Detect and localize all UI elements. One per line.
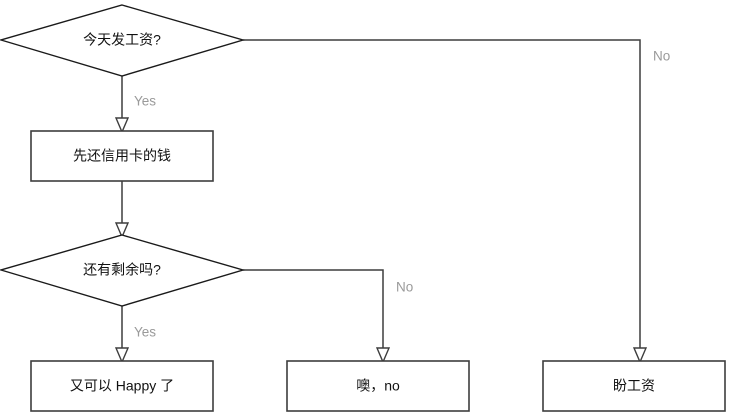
edge-label-leftover-yes: Yes — [134, 325, 156, 340]
edge-leftover-no-line — [243, 269, 384, 352]
terminal-oh-no-shape[interactable] — [286, 360, 470, 412]
decision-payday-shape[interactable] — [0, 4, 246, 77]
node-terminal-wait-salary[interactable]: 盼工资 — [542, 360, 726, 412]
edge-label-payday-no: No — [653, 49, 670, 64]
edge-payday-yes-arrowhead — [114, 117, 130, 134]
terminal-oh-no-label: 噢，no — [356, 378, 400, 394]
terminal-wait-salary-label: 盼工资 — [613, 378, 655, 394]
node-terminal-oh-no[interactable]: 噢，no — [286, 360, 470, 412]
decision-leftover-shape[interactable] — [0, 234, 246, 307]
node-terminal-happy[interactable]: 又可以 Happy 了 — [30, 360, 214, 412]
edge-repay-to-leftover — [114, 181, 130, 239]
edge-leftover-no — [243, 269, 391, 364]
decision-payday-label: 今天发工资? — [83, 32, 161, 48]
edge-repay-to-leftover-arrowhead — [114, 222, 130, 239]
edge-payday-no — [243, 39, 648, 364]
edge-leftover-yes-arrowhead — [114, 347, 130, 364]
edge-payday-no-arrowhead — [632, 347, 648, 364]
edge-label-payday-yes: Yes — [134, 94, 156, 109]
node-process-repay-card[interactable]: 先还信用卡的钱 — [30, 130, 214, 182]
terminal-wait-salary-shape[interactable] — [542, 360, 726, 412]
decision-leftover-label: 还有剩余吗? — [83, 262, 161, 278]
edge-payday-no-line — [243, 39, 641, 352]
edge-payday-yes — [114, 76, 130, 134]
edge-leftover-yes — [114, 306, 130, 364]
node-decision-leftover[interactable]: 还有剩余吗? — [0, 234, 246, 307]
terminal-happy-label: 又可以 Happy 了 — [70, 378, 174, 394]
process-repay-card-label: 先还信用卡的钱 — [73, 148, 171, 164]
edge-label-leftover-no: No — [396, 280, 413, 295]
edge-leftover-no-arrowhead — [375, 347, 391, 364]
node-decision-payday[interactable]: 今天发工资? — [0, 4, 246, 77]
process-repay-card-shape[interactable] — [30, 130, 214, 182]
terminal-happy-shape[interactable] — [30, 360, 214, 412]
